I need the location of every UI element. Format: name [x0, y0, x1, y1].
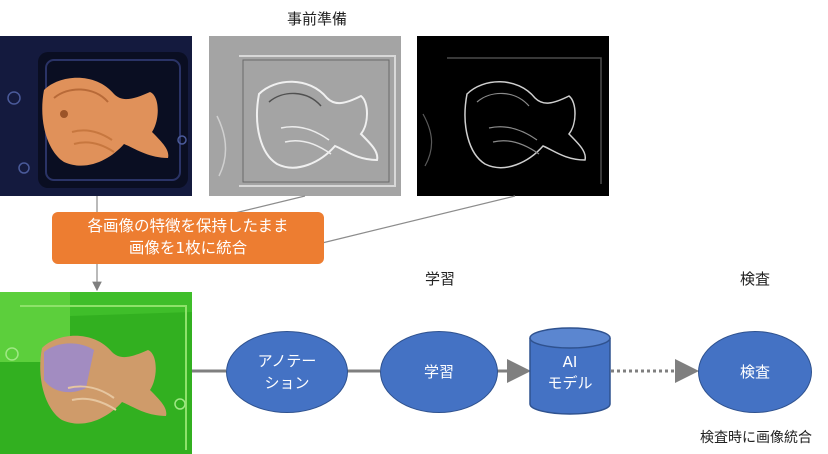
callout-line-2: 画像を1枚に統合 [128, 239, 248, 257]
inspection-note: 検査時に画像統合 [700, 430, 812, 446]
node-ai-model-label: AI モデル [530, 352, 610, 394]
node-learning-label: 学習 [423, 362, 454, 381]
edge-image-black-graphic [417, 36, 609, 196]
edge-image-gray [209, 36, 401, 196]
section-title-learn: 学習 [424, 270, 455, 288]
original-image [0, 36, 192, 196]
node-inspection: 検査 [698, 331, 812, 413]
node-annotation-line-2: ション [264, 374, 310, 392]
edge-image-gray-graphic [209, 36, 401, 196]
line-black-to-callout [317, 195, 516, 245]
merged-image-graphic [0, 292, 192, 454]
ai-model-cylinder [529, 327, 611, 415]
merged-image [0, 292, 192, 454]
node-learning: 学習 [380, 331, 498, 413]
node-inspection-label: 検査 [739, 362, 770, 381]
section-title-inspect: 検査 [739, 270, 770, 288]
section-title-prep: 事前準備 [286, 10, 347, 28]
node-annotation-line-1: アノテー [257, 351, 317, 370]
edge-image-black [417, 36, 609, 196]
original-image-graphic [0, 36, 192, 196]
node-annotation: アノテー ション [226, 331, 348, 413]
node-ai-model-line-1: AI [562, 353, 578, 371]
node-ai-model-line-2: モデル [547, 374, 593, 392]
callout-line-1: 各画像の特徴を保持したまま [87, 217, 289, 236]
merge-callout: 各画像の特徴を保持したまま 画像を1枚に統合 [52, 212, 324, 264]
